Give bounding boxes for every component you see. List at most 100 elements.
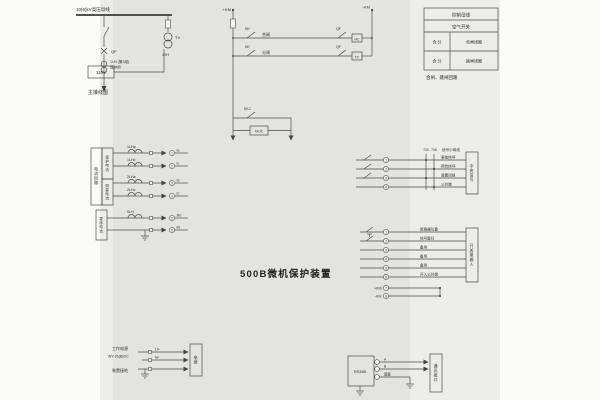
signal-row: 4 公共端 [356,182,466,190]
measurement-current-label: 测量电流 [104,183,109,201]
comm-pin-b [374,366,380,372]
current-row: 2LHc 4 Ic' [113,188,188,199]
kk-upper-label: KK [245,27,250,31]
comm-interface-section: RS485 A B 屏蔽 通讯接口 [347,353,443,396]
power-box-label: 电源 [194,354,199,365]
power-model-label: WY-26(B)DC [108,355,129,359]
zero-seq-label: 零序电流 [98,216,103,234]
binary-input-box-label: 开关量输入 [470,243,475,266]
plus-km-label: +KM [223,7,231,12]
minus-km-terminal [370,8,374,12]
current-row: 6 IN [107,226,188,241]
trip-coil-box [351,51,363,61]
pin-number: 6 [385,275,387,279]
binary-input-box [465,227,479,283]
pt-winding-1 [163,32,173,42]
signal-bus-caption: 信号小母线 [442,147,460,152]
pin-number: 2 [385,239,387,243]
binary-supply-rows: +KM 7 -KM 8 [374,285,441,299]
signal-row: 2 预告信号 [356,164,466,172]
comm-pin-a [374,359,380,365]
device-title: 500B微机保护装置 [240,268,332,280]
ct-symbol-2 [100,66,108,74]
binary-row-label: 开入公共端 [420,272,438,277]
pin-name: Ic' [177,192,181,196]
zero-seq-box [95,209,108,241]
central-signal-label: 中央信号 [470,162,475,182]
legend-table-grid [424,19,498,70]
legend-close-cells: 合 分 [432,39,441,45]
kkj-label: KKJ [244,107,251,111]
comm-wires [359,359,429,391]
ct-label-line2: 保护用 [110,65,121,70]
close-wire-label: 合闸 [262,31,270,37]
kkjc-box [249,125,269,136]
current-input-section: 电流回路 保护电流 测量电流 零序电流 1LHa 1 Ia 1LHc 2 Ic [90,145,188,241]
ct-name: 2LHc [127,188,136,192]
control-legend-table: 控制母线 空气开关 合 分 合闸线圈 合 分 跳闸线圈 合闸、跳闸回路 [423,7,499,81]
comm-box [429,353,443,393]
pin-number: 3 [385,248,387,252]
power-terminal-n: N/- [155,356,160,360]
close-coil-label: HC [355,38,360,42]
pin-name: IN [177,226,181,230]
binary-row: 1 断路器位置 [360,227,466,235]
rs485-module-box [347,355,375,387]
pin-number: 5 [171,216,173,220]
legend-table-frame [423,7,499,71]
binary-input-section: 1 断路器位置 2 信号复归 3 备用 4 备用 [360,227,479,299]
pin-number: 4 [385,257,387,261]
ct-name: 1LHc [127,158,136,162]
pin-number: 1 [171,151,173,155]
device-panel-zone [113,0,410,400]
close-coil-box [351,33,363,43]
signal-bus-1-label: 700 [423,148,429,152]
kkj-wires [230,111,294,141]
comm-box-label: 通讯接口 [434,362,439,382]
ct-label-line1: 1LH (第2组) [110,59,129,64]
signal-row-label: 事故信号 [441,155,456,160]
ct-symbol-1 [100,60,108,68]
signal-row: 3 装置闭锁 [356,173,466,181]
signal-row-label: 预告信号 [441,164,456,169]
pin-name: 3I0 [177,214,182,218]
kk-lower-label: KK [245,45,250,49]
binary-row: 2 信号复归 [360,233,466,244]
current-row: 0LH 5 3I0 [107,210,188,221]
legend-close-coil: 合闸线圈 [466,39,482,45]
comm-wire-b-label: B [384,365,387,369]
ct-name: 0LH [127,210,134,214]
binary-row: 6 开入公共端 [360,272,466,280]
trip-coil-label: TC [355,56,360,60]
binary-row-label: 备用 [420,254,428,259]
pin-number: 6 [171,228,173,232]
feeder-wires [100,15,110,86]
main-wiring-caption: 主接线图 [88,89,108,96]
binary-row-label: 断路器位置 [420,227,438,232]
binary-row-label: 备用 [420,263,428,268]
pin-number: 5 [385,266,387,270]
current-row: 2LHa 3 Ia' [113,175,188,186]
power-supply-section: 工作电源 WY-26(B)DC 装置接地 L/+ N/- 电源 [108,343,203,379]
comm-pin-shield [374,374,380,380]
comm-wire-shield-label: 屏蔽 [384,372,391,377]
pin-number: 2 [385,167,387,171]
current-group-label: 电流回路 [94,165,99,185]
central-signal-box [465,151,479,195]
kkjc-label: KKJC [255,129,264,133]
power-label: 工作电源 [112,345,128,351]
voltage-box-link [114,49,165,73]
binary-row: 4 备用 [360,254,466,262]
minus-km-input-label: -KM [375,295,382,299]
control-wires [230,10,373,131]
voltage-box: 110V [87,49,165,79]
tv-label: TV [175,35,180,40]
junction-dot [232,37,234,39]
legend-trip-coil: 跳闸线圈 [466,58,482,64]
comm-wire-a-label: A [384,358,387,362]
pin-number: 8 [385,294,387,298]
junction-dot [232,55,234,57]
plus-km-input-label: +KM [374,287,382,291]
legend-header: 控制母线 [452,12,470,19]
